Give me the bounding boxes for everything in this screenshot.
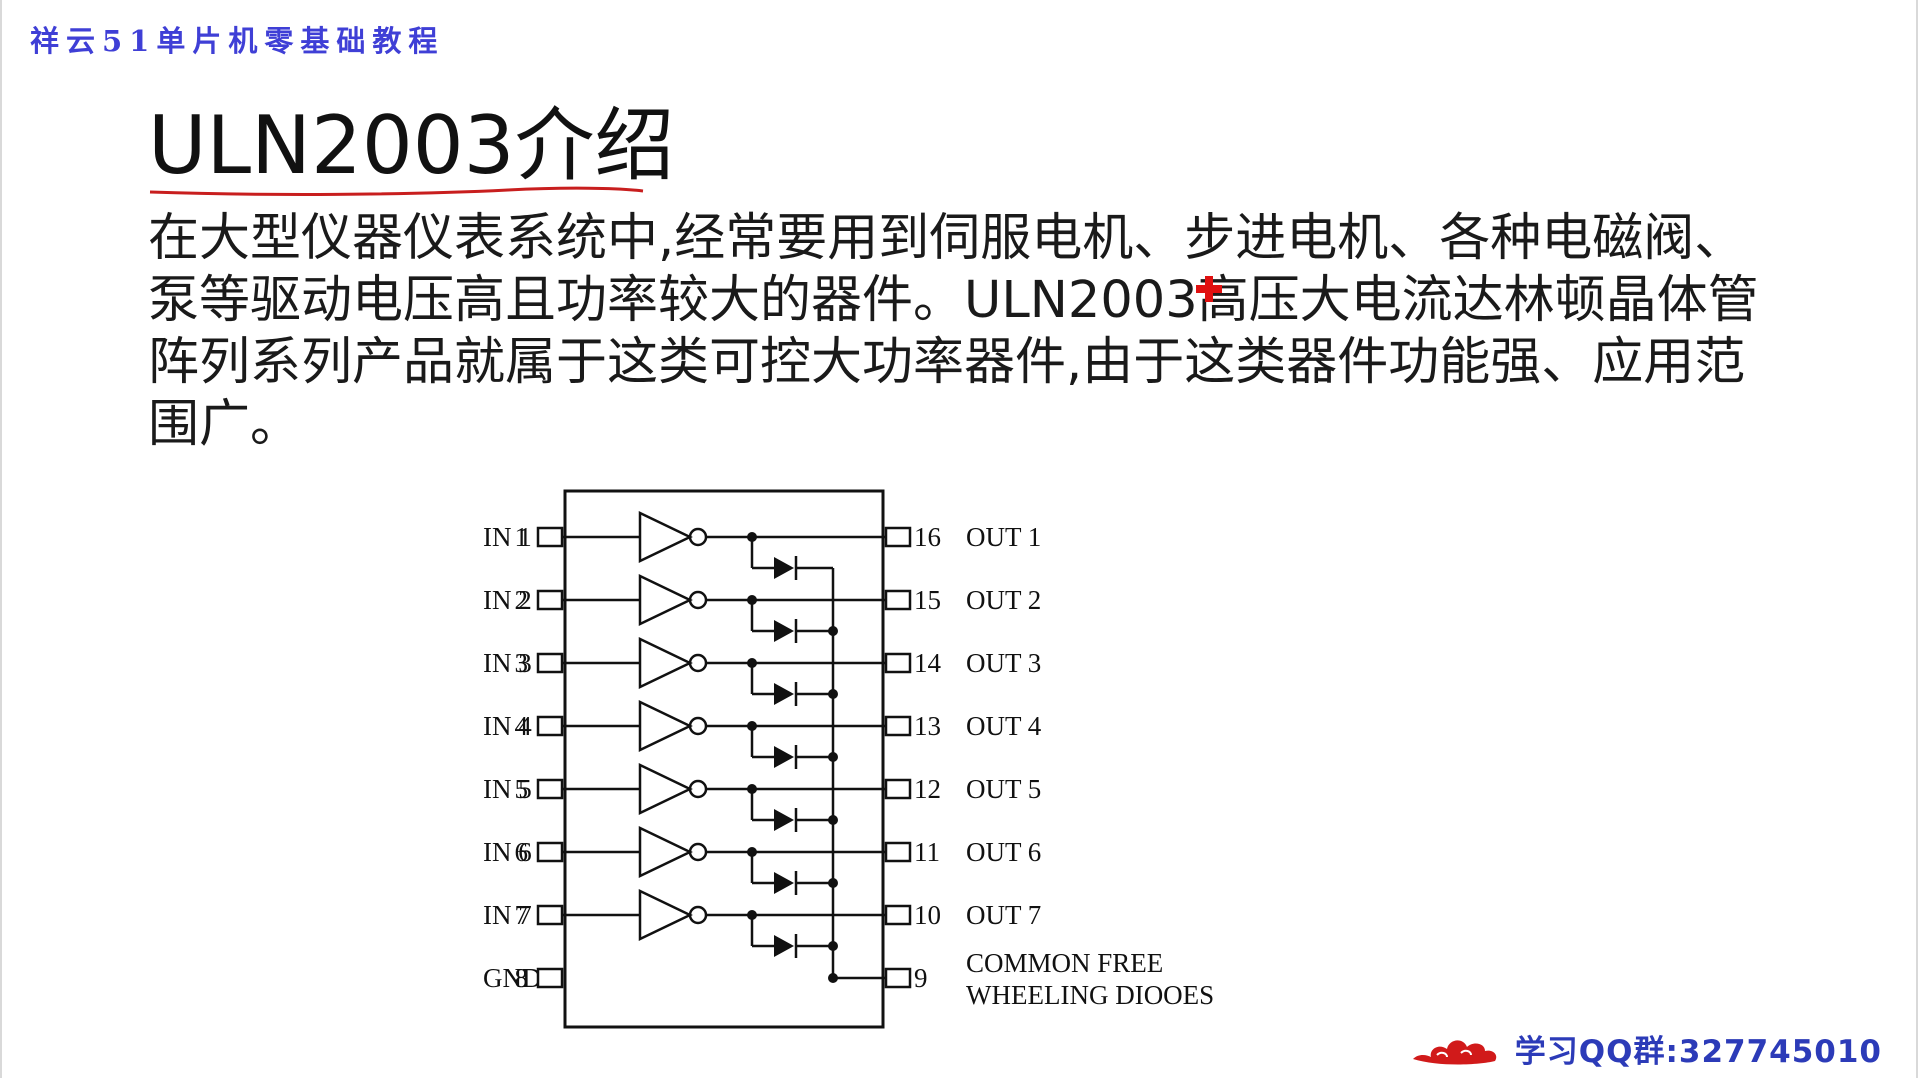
diode-symbol <box>774 935 794 957</box>
left-pin-number: 6 <box>515 837 529 867</box>
buffer-triangle <box>638 826 693 878</box>
left-pin-box <box>536 904 564 926</box>
red-cloud-icon <box>1412 1039 1497 1064</box>
right-pin-number: 10 <box>914 900 941 930</box>
output-label: OUT 1 <box>966 522 1041 552</box>
right-pin-number: 13 <box>914 711 941 741</box>
output-label: OUT 7 <box>966 900 1041 930</box>
buffer-triangle <box>638 637 693 689</box>
bus-junction-dot <box>828 973 838 983</box>
body-paragraph: 在大型仪器仪表系统中,经常要用到伺服电机、步进电机、各种电磁阀、泵等驱动电压高且… <box>148 209 1759 454</box>
diode-symbol <box>774 683 794 705</box>
input-label: IN 1 <box>483 522 532 552</box>
buffer-triangle <box>638 763 693 815</box>
left-pin-number: 4 <box>515 711 529 741</box>
left-pin-number: 2 <box>515 585 529 615</box>
right-pin-box <box>884 904 912 926</box>
buffer-triangle <box>638 700 693 752</box>
page-title: ULN2003介绍 <box>148 99 675 192</box>
output-label: OUT 6 <box>966 837 1041 867</box>
course-title: 祥云51单片机零基础教程 <box>30 24 445 58</box>
right-pin-number: 14 <box>914 648 942 678</box>
qq-group-text: 学习QQ群:327745010 <box>1514 1034 1882 1070</box>
output-label: OUT 5 <box>966 774 1041 804</box>
diode-symbol <box>774 620 794 642</box>
footer: 学习QQ群:327745010 <box>1409 1026 1882 1071</box>
left-pin-box <box>536 841 564 863</box>
common-label-line1: COMMON FREE <box>966 948 1163 978</box>
red-cross-icon <box>1196 276 1222 302</box>
common-label-line2: WHEELING DIOOES <box>966 980 1214 1010</box>
right-pin-box <box>884 967 912 989</box>
left-pin-box <box>536 778 564 800</box>
input-label: IN 6 <box>483 837 532 867</box>
input-label: IN 2 <box>483 585 532 615</box>
input-label: IN 3 <box>483 648 532 678</box>
right-pin-box <box>884 589 912 611</box>
right-pin-box <box>884 715 912 737</box>
output-label: OUT 2 <box>966 585 1041 615</box>
diode-symbol <box>774 557 794 579</box>
diode-symbol <box>774 746 794 768</box>
left-pin-box <box>536 967 564 989</box>
output-label: OUT 3 <box>966 648 1041 678</box>
right-pin-number: 11 <box>914 837 940 867</box>
left-pin-box <box>536 715 564 737</box>
right-pin-box <box>884 778 912 800</box>
title-underline <box>149 186 644 196</box>
left-pin-box <box>536 589 564 611</box>
right-pin-box <box>884 652 912 674</box>
right-pin-number: 12 <box>914 774 941 804</box>
diode-symbol <box>774 809 794 831</box>
left-pin-box <box>536 652 564 674</box>
right-pin-box <box>884 526 912 548</box>
left-pin-number: 5 <box>515 774 529 804</box>
input-label: IN 7 <box>483 900 532 930</box>
left-pin-number: 8 <box>515 963 529 993</box>
input-label: IN 4 <box>483 711 532 741</box>
buffer-triangle <box>638 889 693 941</box>
right-pin-number: 15 <box>914 585 941 615</box>
diode-symbol <box>774 872 794 894</box>
input-label: GND <box>483 963 542 993</box>
left-pin-number: 7 <box>515 900 529 930</box>
buffer-triangle <box>638 574 693 626</box>
left-pin-box <box>536 526 564 548</box>
output-label: OUT 4 <box>966 711 1042 741</box>
left-pin-number: 3 <box>515 648 529 678</box>
buffer-triangle <box>638 511 693 563</box>
right-pin-box <box>884 841 912 863</box>
left-pin-number: 1 <box>515 522 529 552</box>
right-pin-number: 9 <box>914 963 928 993</box>
right-pin-number: 16 <box>914 522 941 552</box>
input-label: IN 5 <box>483 774 532 804</box>
